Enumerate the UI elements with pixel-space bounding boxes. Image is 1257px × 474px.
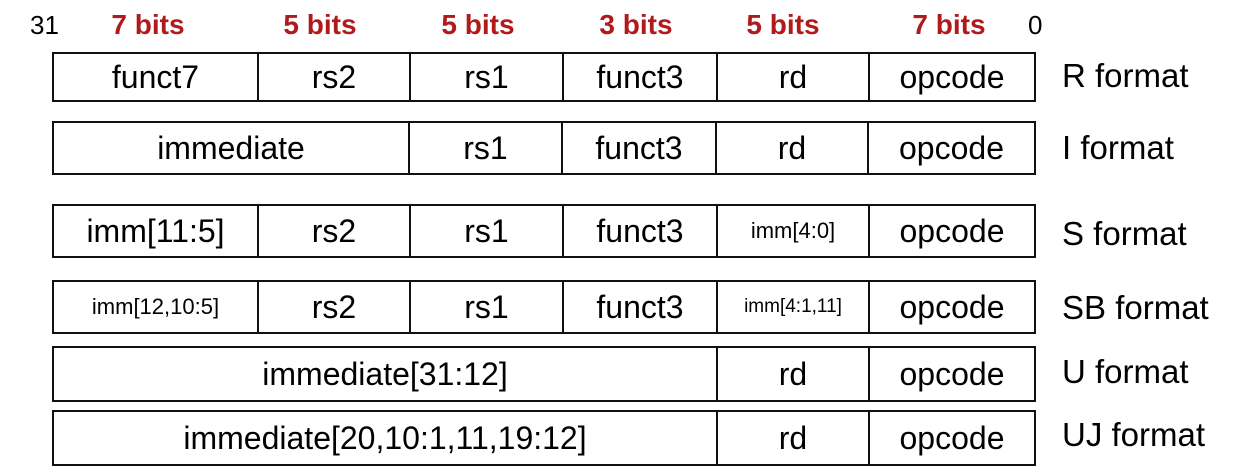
field-opcode: opcode [868, 348, 1034, 400]
field-rd: rd [716, 412, 868, 464]
field-width-rs1: 5 bits [441, 9, 515, 40]
field-opcode: opcode [868, 412, 1034, 464]
u-format-label: U format [1062, 353, 1189, 390]
field-rs1: rs1 [408, 123, 561, 173]
field-rs1: rs1 [409, 206, 562, 256]
field-rd: rd [716, 348, 868, 400]
field-immediate-20-10-1-11-19-12: immediate[20,10:1,11,19:12] [183, 419, 587, 456]
field-imm-11-5: imm[11:5] [86, 212, 225, 249]
field-imm-12-10-5: imm[12,10:5] [91, 294, 220, 319]
field-rs1: rs1 [409, 282, 562, 332]
msb-bit-label: 31 [30, 10, 59, 40]
field-width-rd: 5 bits [746, 9, 820, 40]
field-rs1: rs1 [409, 54, 562, 100]
uj-format-row: immediate[20,10:1,11,19:12] rd opcode [52, 410, 1036, 466]
field-width-funct3: 3 bits [599, 9, 673, 40]
i-format-row: immediate rs1 funct3 rd opcode [52, 121, 1036, 175]
lsb-bit-label: 0 [1028, 10, 1043, 40]
r-format-row: funct7 rs2 rs1 funct3 rd opcode [52, 52, 1036, 102]
i-format-label: I format [1062, 129, 1174, 166]
field-immediate-31-12: immediate[31:12] [262, 355, 508, 392]
field-opcode: opcode [868, 282, 1034, 332]
sb-format-label: SB format [1062, 289, 1209, 326]
field-opcode: opcode [868, 54, 1034, 100]
field-width-opcode: 7 bits [912, 9, 986, 40]
u-format-row: immediate[31:12] rd opcode [52, 346, 1036, 402]
field-funct3: funct3 [561, 123, 715, 173]
field-imm-4-1-11: imm[4:1,11] [716, 282, 868, 332]
r-format-label: R format [1062, 57, 1189, 94]
field-imm-4-0: imm[4:0] [716, 206, 868, 256]
field-rd: rd [715, 123, 867, 173]
field-rd: rd [716, 54, 868, 100]
s-format-row: imm[11:5] rs2 rs1 funct3 imm[4:0] opcode [52, 204, 1036, 258]
field-rs2: rs2 [257, 54, 409, 100]
field-funct3: funct3 [562, 282, 716, 332]
field-opcode: opcode [868, 206, 1034, 256]
field-width-funct7: 7 bits [111, 9, 185, 40]
field-funct3: funct3 [562, 54, 716, 100]
field-opcode: opcode [867, 123, 1034, 173]
uj-format-label: UJ format [1062, 416, 1206, 453]
sb-format-row: imm[12,10:5] rs2 rs1 funct3 imm[4:1,11] … [52, 280, 1036, 334]
s-format-label: S format [1062, 215, 1187, 252]
field-funct7: funct7 [111, 58, 200, 95]
field-width-rs2: 5 bits [283, 9, 357, 40]
field-funct3: funct3 [562, 206, 716, 256]
field-immediate: immediate [157, 129, 305, 166]
field-rs2: rs2 [257, 282, 409, 332]
field-rs2: rs2 [257, 206, 409, 256]
